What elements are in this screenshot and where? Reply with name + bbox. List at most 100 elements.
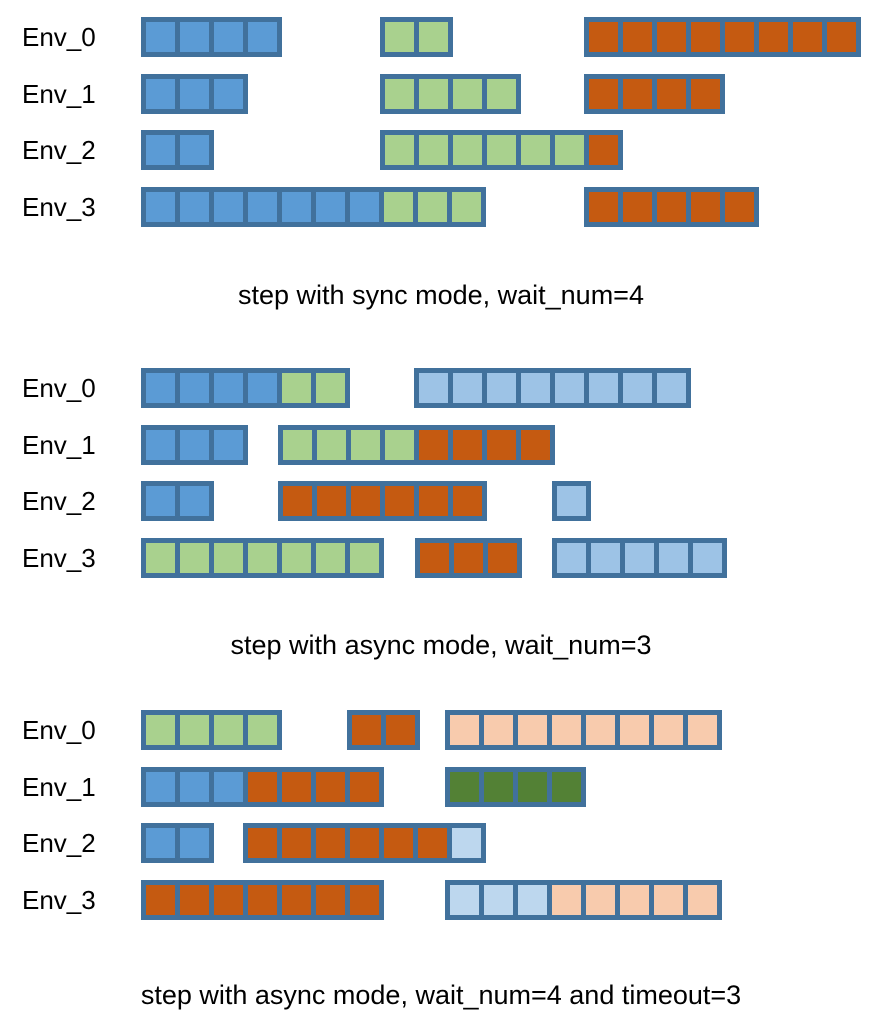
step-cell-blue bbox=[180, 373, 209, 403]
step-group bbox=[141, 537, 384, 578]
step-group bbox=[141, 710, 282, 750]
step-cell-blue bbox=[214, 191, 243, 222]
step-cell-pale_blue bbox=[452, 828, 481, 858]
step-cell-orange bbox=[793, 22, 822, 52]
step-cell-orange bbox=[453, 429, 482, 460]
step-cell-orange bbox=[454, 542, 483, 573]
step-cell-green bbox=[351, 429, 380, 460]
step-group bbox=[278, 481, 487, 521]
step-cell-peach bbox=[450, 715, 479, 745]
step-cell-orange bbox=[350, 828, 379, 858]
step-cell-blue bbox=[180, 78, 209, 109]
step-cell-green bbox=[146, 542, 175, 573]
step-group bbox=[584, 73, 725, 114]
step-cell-dark_green bbox=[484, 771, 513, 802]
step-cell-orange bbox=[282, 884, 311, 915]
step-cell-blue bbox=[180, 486, 209, 516]
step-cell-orange bbox=[691, 191, 720, 222]
step-group bbox=[141, 823, 214, 863]
step-cell-blue bbox=[248, 373, 277, 403]
step-cell-orange bbox=[725, 191, 754, 222]
step-cell-orange bbox=[282, 828, 311, 858]
env-label: Env_1 bbox=[22, 771, 96, 802]
step-cell-green bbox=[384, 191, 413, 222]
step-cell-green bbox=[214, 715, 243, 745]
step-cell-orange bbox=[419, 429, 448, 460]
env-row: Env_2 bbox=[0, 130, 882, 170]
panel-caption: step with async mode, wait_num=3 bbox=[230, 630, 652, 660]
step-cell-green bbox=[452, 191, 481, 222]
step-cell-light_blue bbox=[557, 486, 586, 516]
step-cell-green bbox=[350, 542, 379, 573]
step-group bbox=[141, 73, 248, 114]
step-cell-blue bbox=[180, 191, 209, 222]
step-group bbox=[380, 73, 521, 114]
step-cell-orange bbox=[350, 771, 379, 802]
step-cell-orange bbox=[282, 771, 311, 802]
step-group bbox=[141, 368, 350, 408]
step-cell-orange bbox=[657, 191, 686, 222]
step-cell-orange bbox=[317, 486, 346, 516]
env-label: Env_3 bbox=[22, 542, 96, 573]
step-cell-blue bbox=[180, 135, 209, 165]
step-cell-light_blue bbox=[693, 542, 722, 573]
step-cell-green bbox=[419, 22, 448, 52]
env-row: Env_1 bbox=[0, 424, 882, 465]
step-cell-green bbox=[180, 715, 209, 745]
step-cell-blue bbox=[180, 771, 209, 802]
step-group bbox=[347, 710, 420, 750]
step-cell-blue bbox=[180, 828, 209, 858]
step-cell-orange bbox=[248, 771, 277, 802]
step-cell-orange bbox=[214, 884, 243, 915]
step-cell-green bbox=[385, 22, 414, 52]
step-cell-dark_green bbox=[552, 771, 581, 802]
step-cell-green bbox=[317, 429, 346, 460]
step-cell-blue bbox=[214, 373, 243, 403]
step-cell-orange bbox=[487, 429, 516, 460]
step-cell-orange bbox=[351, 486, 380, 516]
step-cell-orange bbox=[283, 486, 312, 516]
env-row: Env_3 bbox=[0, 537, 882, 578]
step-cell-orange bbox=[589, 191, 618, 222]
step-cell-peach bbox=[484, 715, 513, 745]
step-cell-green bbox=[385, 78, 414, 109]
step-cell-green bbox=[180, 542, 209, 573]
step-cell-blue bbox=[146, 135, 175, 165]
step-group bbox=[584, 186, 759, 227]
step-cell-orange bbox=[180, 884, 209, 915]
step-cell-blue bbox=[146, 78, 175, 109]
env-row: Env_1 bbox=[0, 766, 882, 807]
step-cell-light_blue bbox=[453, 373, 482, 403]
step-cell-blue bbox=[146, 22, 175, 52]
step-cell-peach bbox=[518, 715, 547, 745]
env-row: Env_0 bbox=[0, 368, 882, 408]
env-row: Env_0 bbox=[0, 710, 882, 750]
step-cell-orange bbox=[623, 191, 652, 222]
step-cell-light_blue bbox=[487, 373, 516, 403]
step-cell-green bbox=[146, 715, 175, 745]
step-cell-peach bbox=[552, 884, 581, 915]
step-cell-peach bbox=[688, 715, 717, 745]
step-cell-peach bbox=[620, 715, 649, 745]
step-cell-green bbox=[316, 542, 345, 573]
env-row: Env_1 bbox=[0, 73, 882, 114]
step-cell-blue bbox=[350, 191, 379, 222]
step-group bbox=[380, 130, 623, 170]
step-cell-orange bbox=[248, 884, 277, 915]
step-cell-orange bbox=[384, 828, 413, 858]
step-cell-green bbox=[555, 135, 584, 165]
step-cell-light_blue bbox=[657, 373, 686, 403]
step-cell-blue bbox=[146, 828, 175, 858]
step-cell-orange bbox=[691, 78, 720, 109]
env-label: Env_3 bbox=[22, 191, 96, 222]
step-cell-light_blue bbox=[555, 373, 584, 403]
step-cell-orange bbox=[589, 78, 618, 109]
step-cell-orange bbox=[316, 884, 345, 915]
step-group bbox=[414, 368, 691, 408]
step-cell-green bbox=[282, 373, 311, 403]
step-group bbox=[445, 879, 722, 920]
env-label: Env_0 bbox=[22, 715, 96, 745]
step-cell-orange bbox=[725, 22, 754, 52]
step-cell-green bbox=[418, 191, 447, 222]
step-group bbox=[552, 481, 591, 521]
